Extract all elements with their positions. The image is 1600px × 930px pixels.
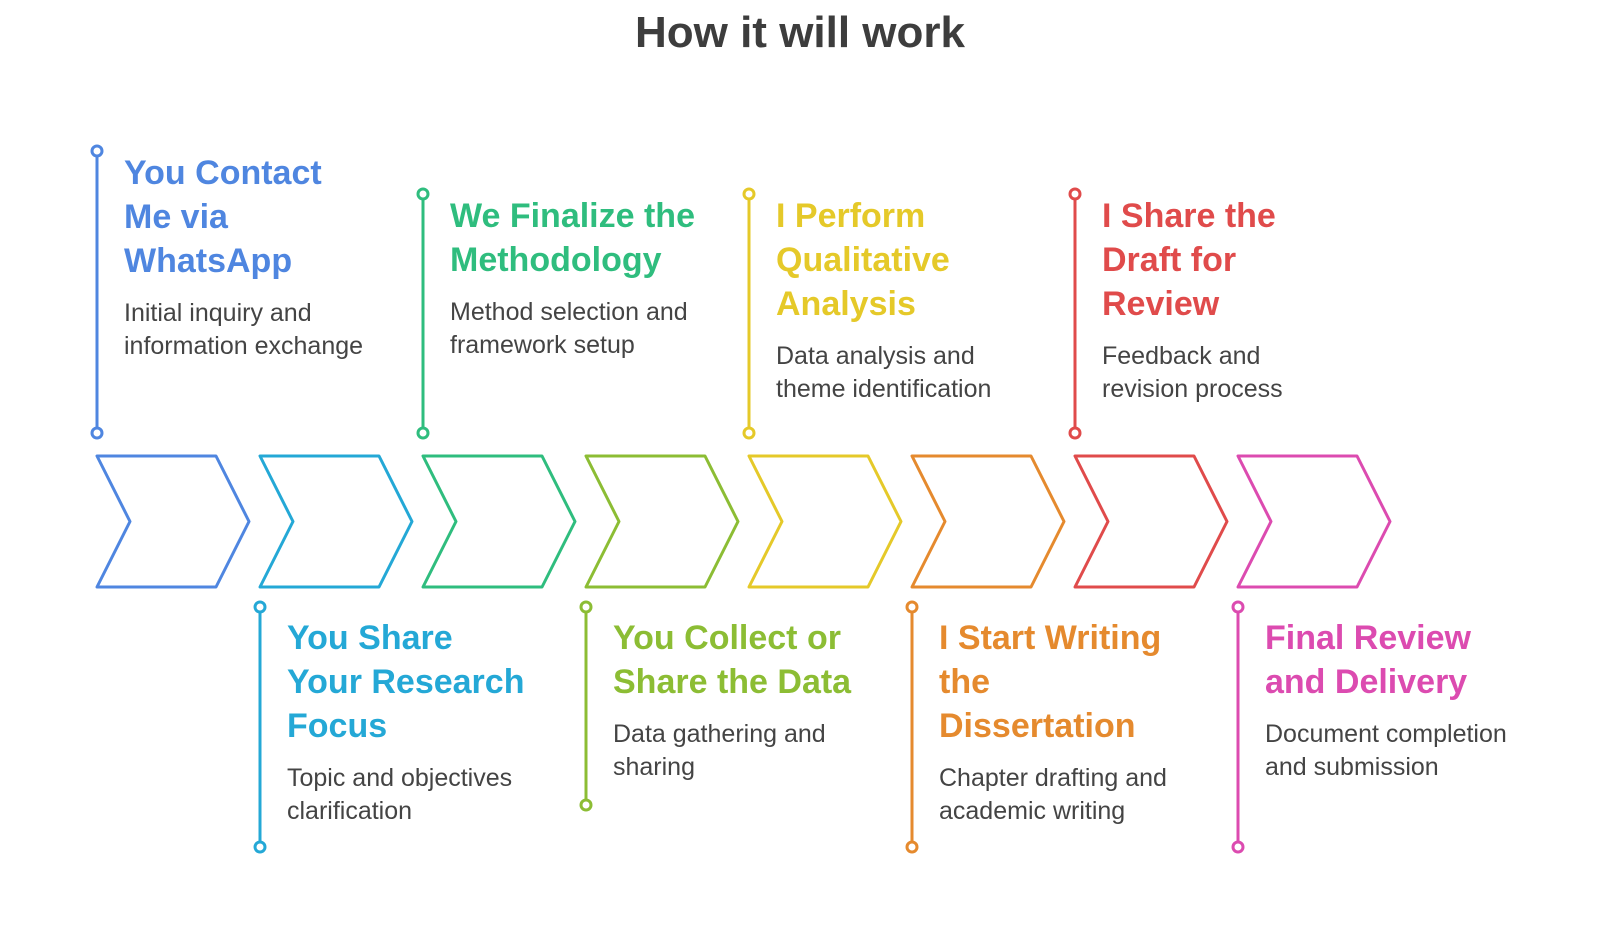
step-title: You Contact Me via WhatsApp xyxy=(124,154,322,280)
connector-dot-7-2 xyxy=(1068,426,1082,440)
step-title: We Finalize the Methodology xyxy=(450,197,695,279)
connector-dot-5-2 xyxy=(742,426,756,440)
connector-dot-3-1 xyxy=(416,187,430,201)
step-title: Final Review and Delivery xyxy=(1265,619,1471,701)
step-7: I Share the Draft for Review Feedback an… xyxy=(1102,194,1347,406)
step-6: I Start Writing the Dissertation Chapter… xyxy=(939,616,1184,828)
connector-dot-3-2 xyxy=(416,426,430,440)
step-3: We Finalize the Methodology Method selec… xyxy=(450,194,695,362)
connector-dot-4-2 xyxy=(579,798,593,812)
chevron-7 xyxy=(1073,454,1229,589)
step-title: You Share Your Research Focus xyxy=(287,619,525,745)
step-description: Document completion and submission xyxy=(1265,720,1507,781)
step-description: Initial inquiry and information exchange xyxy=(124,299,364,360)
step-description: Data analysis and theme identification xyxy=(776,342,992,403)
step-2: You Share Your Research Focus Topic and … xyxy=(287,616,532,828)
chevron-4 xyxy=(584,454,740,589)
step-1: You Contact Me via WhatsApp Initial inqu… xyxy=(124,151,369,363)
page-title: How it will work xyxy=(634,8,966,57)
connector-dot-4-1 xyxy=(579,600,593,614)
connector-dot-1-1 xyxy=(90,144,104,158)
connector-dot-6-1 xyxy=(905,600,919,614)
step-description: Feedback and revision process xyxy=(1102,342,1283,403)
step-description: Method selection and framework setup xyxy=(450,298,688,359)
chevron-3 xyxy=(421,454,577,589)
chevron-1 xyxy=(95,454,251,589)
step-title: I Start Writing the Dissertation xyxy=(939,619,1162,745)
connector-dot-8-2 xyxy=(1231,840,1245,854)
step-title: You Collect or Share the Data xyxy=(613,619,852,701)
chevron-5 xyxy=(747,454,903,589)
step-description: Topic and objectives clarification xyxy=(287,764,513,825)
step-title: I Share the Draft for Review xyxy=(1102,197,1276,323)
connector-dot-8-1 xyxy=(1231,600,1245,614)
chevron-2 xyxy=(258,454,414,589)
connector-dot-2-2 xyxy=(253,840,267,854)
chevron-6 xyxy=(910,454,1066,589)
step-title: I Perform Qualitative Analysis xyxy=(776,197,950,323)
connector-dot-2-1 xyxy=(253,600,267,614)
connector-dot-5-1 xyxy=(742,187,756,201)
step-4: You Collect or Share the Data Data gathe… xyxy=(613,616,858,784)
chevron-8 xyxy=(1236,454,1392,589)
connector-dot-1-2 xyxy=(90,426,104,440)
connector-dot-7-1 xyxy=(1068,187,1082,201)
connector-dot-6-2 xyxy=(905,840,919,854)
step-description: Chapter drafting and academic writing xyxy=(939,764,1167,825)
step-description: Data gathering and sharing xyxy=(613,720,826,781)
step-8: Final Review and Delivery Document compl… xyxy=(1265,616,1510,784)
step-5: I Perform Qualitative Analysis Data anal… xyxy=(776,194,1021,406)
